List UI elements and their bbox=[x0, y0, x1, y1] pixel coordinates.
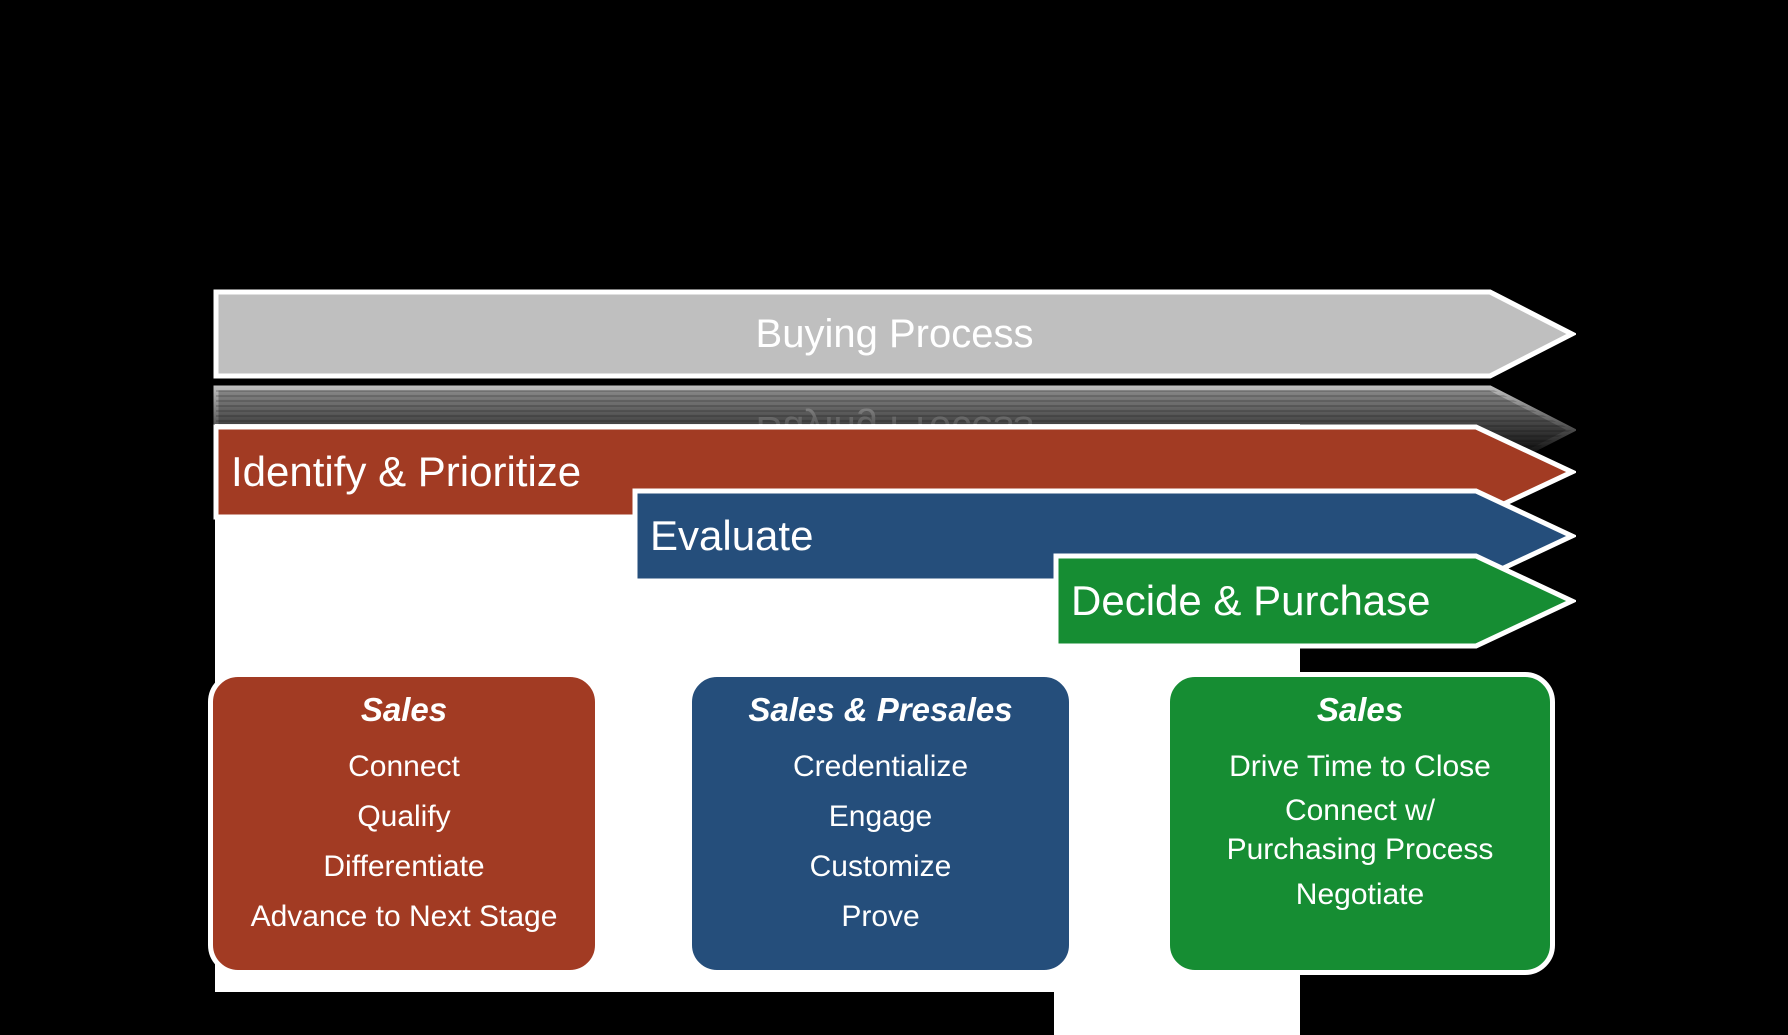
decide-arrow-shape bbox=[1053, 553, 1576, 649]
box-item-list: Drive Time to Close Connect w/ Purchasin… bbox=[1170, 741, 1550, 919]
box-title: Sales bbox=[360, 691, 448, 728]
box-item: Drive Time to Close bbox=[1229, 749, 1491, 783]
box-item: Negotiate bbox=[1295, 877, 1425, 911]
box-item: Prove bbox=[841, 899, 920, 933]
box-item: Qualify bbox=[357, 799, 451, 833]
decide-purchase-label: Decide & Purchase bbox=[1071, 577, 1431, 624]
evaluate-label: Evaluate bbox=[650, 512, 814, 559]
stage-arrow-decide-purchase: Decide & Purchase bbox=[1053, 553, 1576, 649]
box-item-list: Credentialize Engage Customize Prove bbox=[692, 741, 1069, 941]
sales-box-decide: Sales Drive Time to Close Connect w/ Pur… bbox=[1165, 672, 1555, 975]
buying-arrow-shape bbox=[213, 289, 1576, 379]
box-item: Customize bbox=[809, 849, 952, 883]
box-item: Advance to Next Stage bbox=[250, 899, 558, 933]
box-title: Sales & Presales bbox=[748, 691, 1013, 728]
box-item: Engage bbox=[828, 799, 933, 833]
box-item: Differentiate bbox=[323, 849, 485, 883]
buying-process-label: Buying Process bbox=[755, 312, 1034, 356]
box-item: Credentialize bbox=[792, 749, 969, 783]
buying-process-arrow: Buying Process bbox=[213, 289, 1576, 379]
box-item: Connect bbox=[348, 749, 460, 783]
box-item-list: Connect Qualify Differentiate Advance to… bbox=[213, 741, 595, 941]
sales-box-identify: Sales Connect Qualify Differentiate Adva… bbox=[208, 672, 600, 975]
identify-prioritize-label: Identify & Prioritize bbox=[231, 448, 582, 495]
sales-presales-box-evaluate: Sales & Presales Credentialize Engage Cu… bbox=[687, 672, 1074, 975]
box-title: Sales bbox=[1316, 691, 1404, 728]
box-item: Connect w/ Purchasing Process bbox=[1226, 794, 1494, 866]
